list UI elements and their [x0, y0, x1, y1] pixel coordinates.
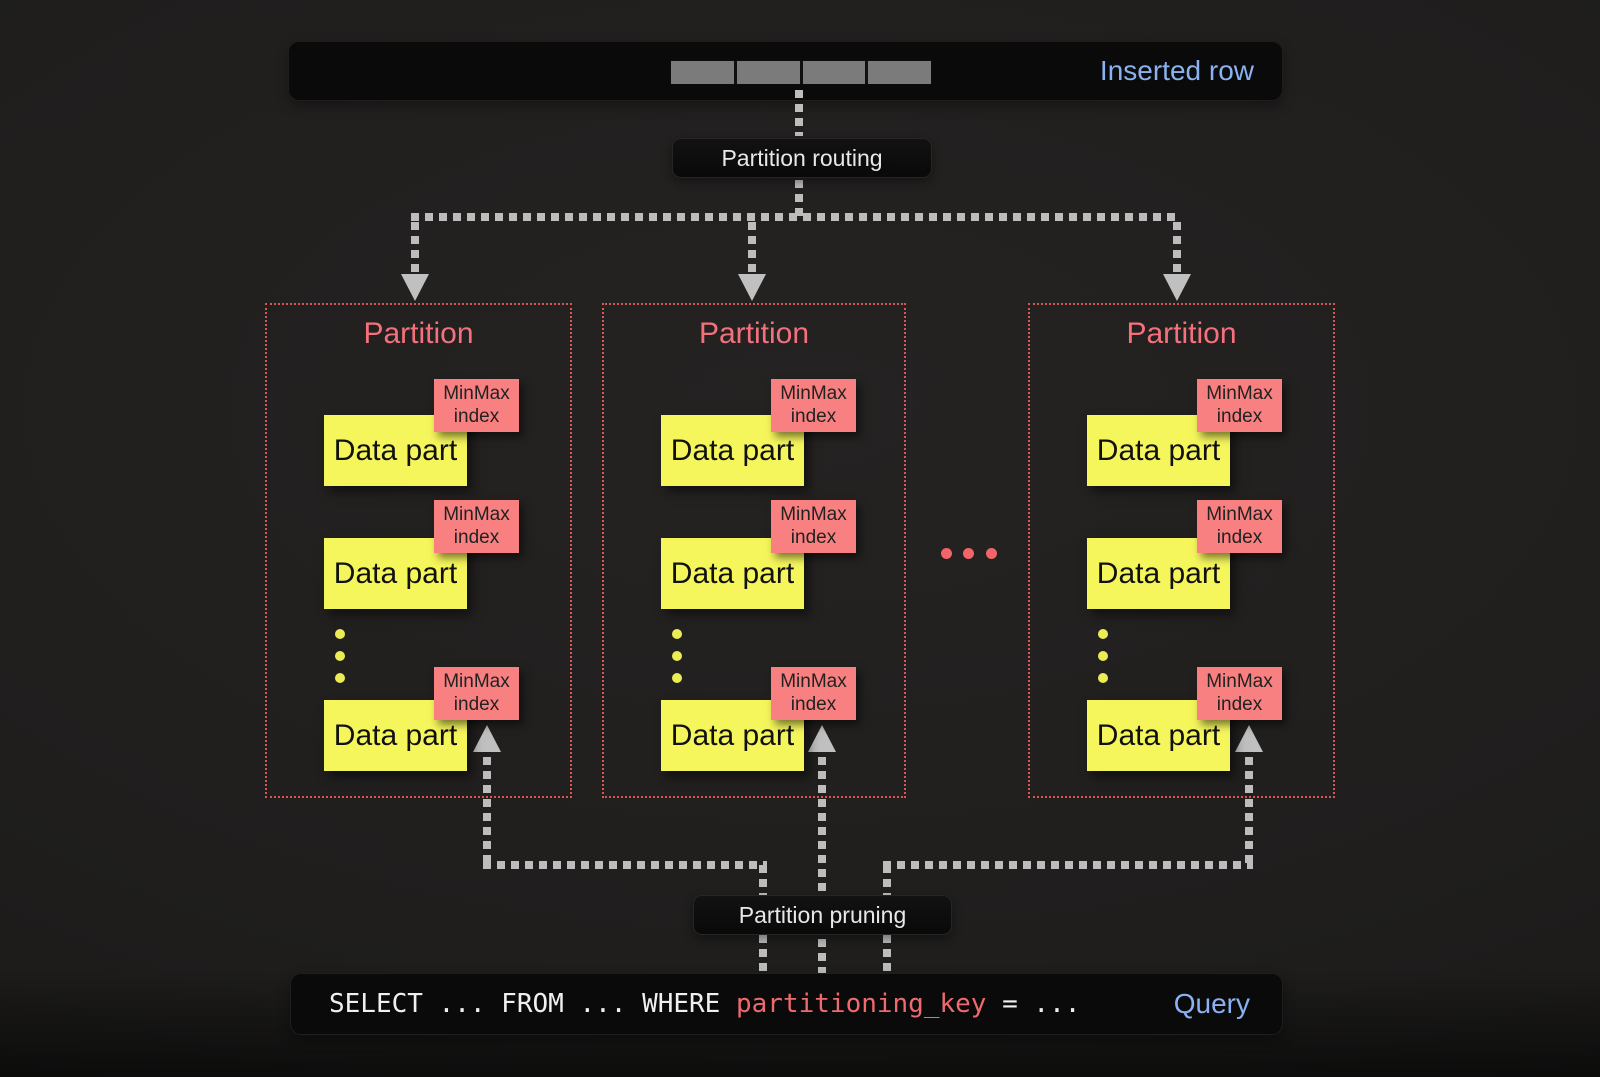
minmax-line1: MinMax: [443, 504, 510, 526]
inserted-row-label: Inserted row: [1099, 55, 1254, 86]
data-part-label: Data part: [670, 433, 795, 467]
partition-title: Partition: [363, 317, 474, 350]
data-part-box: Data part: [1087, 415, 1230, 486]
query-label: Query: [1173, 988, 1250, 1019]
partition-routing-label: Partition routing: [721, 144, 883, 171]
minmax-line1: MinMax: [1206, 504, 1273, 526]
partitions-ellipsis-dot: [963, 548, 974, 559]
minmax-index-tag: MinMax index: [434, 667, 519, 720]
partition-pruning-label: Partition pruning: [738, 901, 907, 928]
minmax-line2: index: [790, 405, 837, 427]
arrow-up-middle-icon: [808, 725, 836, 752]
minmax-line2: index: [453, 693, 500, 715]
partition-title: Partition: [1126, 317, 1237, 350]
minmax-line2: index: [1216, 405, 1263, 427]
arrow-down-middle-icon: [738, 274, 766, 301]
branch-line: [411, 213, 1181, 221]
data-part-label: Data part: [670, 556, 795, 590]
partition-box-1: Partition MinMax index Data part MinMax …: [265, 303, 572, 798]
inserted-row-segments: [670, 60, 932, 85]
prune-line-left-horizontal: [483, 861, 767, 869]
arrow-up-left-icon: [473, 725, 501, 752]
prune-line-middle: [818, 757, 826, 973]
minmax-index-tag: MinMax index: [771, 379, 856, 432]
branch-drop-middle: [748, 222, 756, 272]
sql-partitioning-key: partitioning_key: [736, 989, 987, 1019]
row-segment: [671, 61, 734, 84]
arrow-down-left-icon: [401, 274, 429, 301]
ellipsis-dot: [335, 629, 345, 639]
partition-routing-pill: Partition routing: [672, 138, 932, 178]
prune-line-right-horizontal: [883, 861, 1253, 869]
minmax-index-tag: MinMax index: [1197, 500, 1282, 553]
partition-box-3: Partition MinMax index Data part MinMax …: [1028, 303, 1335, 798]
minmax-line1: MinMax: [443, 383, 510, 405]
ellipsis-dot: [672, 629, 682, 639]
minmax-index-tag: MinMax index: [434, 500, 519, 553]
query-box: SELECT ... FROM ... WHERE partitioning_k…: [290, 973, 1283, 1035]
minmax-line2: index: [453, 526, 500, 548]
ellipsis-dot: [672, 651, 682, 661]
minmax-line1: MinMax: [780, 671, 847, 693]
ellipsis-dot: [1098, 651, 1108, 661]
minmax-line2: index: [1216, 693, 1263, 715]
minmax-line1: MinMax: [780, 504, 847, 526]
partitions-ellipsis-dot: [986, 548, 997, 559]
sql-suffix: = ...: [986, 989, 1081, 1019]
data-part-label: Data part: [1096, 556, 1221, 590]
minmax-line1: MinMax: [1206, 671, 1273, 693]
branch-drop-left: [411, 222, 419, 272]
minmax-line1: MinMax: [443, 671, 510, 693]
partition-box-2: Partition MinMax index Data part MinMax …: [602, 303, 906, 798]
row-segment: [868, 61, 931, 84]
ellipsis-dot: [1098, 673, 1108, 683]
minmax-index-tag: MinMax index: [434, 379, 519, 432]
data-part-label: Data part: [670, 718, 795, 752]
connector-routing-to-branch: [795, 180, 803, 216]
connector-row-to-routing: [795, 90, 803, 136]
minmax-line1: MinMax: [1206, 383, 1273, 405]
data-part-label: Data part: [333, 718, 458, 752]
minmax-line2: index: [1216, 526, 1263, 548]
minmax-index-tag: MinMax index: [771, 667, 856, 720]
branch-drop-right: [1173, 222, 1181, 272]
ellipsis-dot: [1098, 629, 1108, 639]
ellipsis-dot: [335, 651, 345, 661]
data-part-label: Data part: [333, 556, 458, 590]
sql-statement: SELECT ... FROM ... WHERE partitioning_k…: [329, 989, 1080, 1019]
minmax-index-tag: MinMax index: [771, 500, 856, 553]
data-part-label: Data part: [1096, 433, 1221, 467]
data-part-label: Data part: [1096, 718, 1221, 752]
partition-pruning-pill: Partition pruning: [693, 895, 952, 935]
ellipsis-dot: [672, 673, 682, 683]
minmax-line2: index: [790, 526, 837, 548]
row-segment: [736, 61, 800, 84]
sql-prefix: SELECT ... FROM ... WHERE: [329, 989, 736, 1019]
arrow-up-right-icon: [1235, 725, 1263, 752]
data-part-box: Data part: [1087, 700, 1230, 771]
minmax-index-tag: MinMax index: [1197, 379, 1282, 432]
minmax-index-tag: MinMax index: [1197, 667, 1282, 720]
inserted-row-box: Inserted row: [288, 41, 1283, 101]
row-segment: [802, 61, 866, 84]
prune-line-right-up: [1245, 757, 1253, 865]
partition-title: Partition: [698, 317, 810, 350]
partitions-ellipsis-dot: [941, 548, 952, 559]
minmax-line2: index: [790, 693, 837, 715]
ellipsis-dot: [335, 673, 345, 683]
arrow-down-right-icon: [1163, 274, 1191, 301]
minmax-line2: index: [453, 405, 500, 427]
data-part-label: Data part: [333, 433, 458, 467]
minmax-line1: MinMax: [780, 383, 847, 405]
prune-line-left-up: [483, 757, 491, 865]
